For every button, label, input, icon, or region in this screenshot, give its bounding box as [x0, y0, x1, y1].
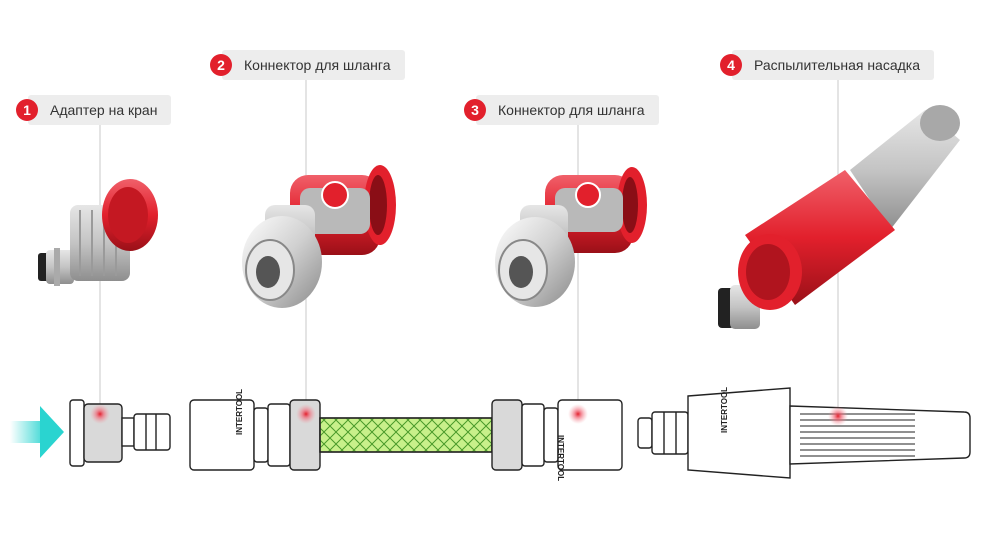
nozzle-lines — [800, 413, 915, 457]
brand-text: INTERTOOL — [720, 387, 729, 433]
spray-nozzle-drawing: INTERTOOL — [637, 387, 971, 479]
callout-3: 3 Коннектор для шланга — [464, 95, 659, 125]
callout-label: Коннектор для шланга — [498, 102, 645, 118]
callout-target-dots — [90, 404, 848, 426]
callout-1: 1 Адаптер на кран — [16, 95, 172, 125]
brand-text: INTERTOOL — [235, 389, 244, 435]
hose-connector-drawing: INTERTOOL — [189, 389, 321, 471]
hose-connector-illustration — [495, 167, 647, 307]
callout-4: 4 Распылительная насадка — [720, 50, 935, 80]
callout-label: Адаптер на кран — [50, 102, 158, 118]
callout-label: Распылительная насадка — [754, 57, 921, 73]
callout-number-badge: 2 — [210, 54, 232, 76]
garden-hose — [319, 417, 493, 453]
leader-lines — [99, 80, 839, 416]
callout-number-badge: 4 — [720, 54, 742, 76]
callout-label: Коннектор для шланга — [244, 57, 391, 73]
hose-connector-drawing: INTERTOOL — [491, 399, 623, 481]
callout-number-badge: 1 — [16, 99, 38, 121]
spray-nozzle-illustration — [718, 105, 960, 329]
callout-number-badge: 3 — [464, 99, 486, 121]
tap-adapter-drawing — [69, 399, 171, 467]
callout-2: 2 Коннектор для шланга — [210, 50, 405, 80]
tap-adapter-illustration — [38, 179, 158, 286]
water-flow-arrow — [10, 406, 64, 458]
brand-text: INTERTOOL — [556, 435, 565, 481]
hose-connector-illustration — [242, 165, 396, 308]
